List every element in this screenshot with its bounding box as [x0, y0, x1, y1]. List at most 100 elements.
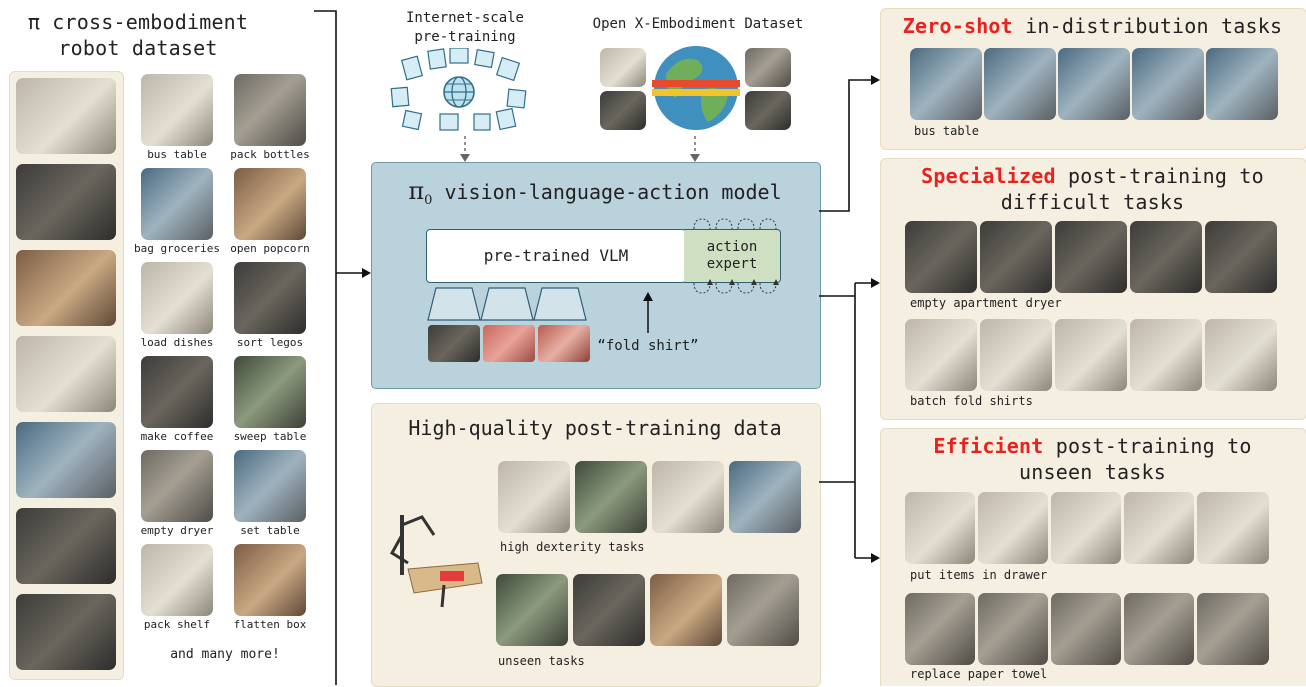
unseen-tasks-caption: unseen tasks	[498, 654, 585, 668]
post-training-branch	[854, 282, 872, 559]
zero-shot-image	[1058, 48, 1130, 120]
specialized-highlight: Specialized	[921, 164, 1056, 188]
efficient-image	[978, 593, 1048, 665]
task-label: load dishes	[140, 336, 214, 349]
task-label: sweep table	[233, 430, 307, 443]
image-encoders	[427, 287, 587, 321]
task-label: make coffee	[140, 430, 214, 443]
zero-shot-title-rest: in-distribution tasks	[1012, 14, 1283, 38]
left-title-line2: robot dataset	[58, 36, 218, 60]
task-label: pack shelf	[143, 618, 211, 631]
action-expert-label: action expert	[684, 239, 780, 273]
specialized-caption-2: batch fold shirts	[910, 394, 1033, 408]
oxe-image	[600, 48, 646, 87]
robot-image-ur5-bimanual	[16, 78, 116, 154]
observation-image	[538, 325, 590, 362]
flow-matching-loops	[693, 218, 779, 294]
model-title-rest: vision-language-action model	[432, 180, 782, 204]
pi-symbol: π	[408, 177, 425, 205]
robot-image-franka	[16, 422, 116, 498]
zero-shot-image	[1132, 48, 1204, 120]
model-to-zeroshot-arrow	[819, 79, 872, 212]
robot-image-arx	[16, 250, 116, 326]
language-prompt: “fold shirt”	[597, 338, 699, 354]
dataset-bracket	[314, 10, 337, 685]
oxe-image	[745, 48, 791, 87]
zero-shot-image	[910, 48, 982, 120]
post-image	[498, 461, 570, 533]
task-image	[141, 356, 213, 428]
zero-shot-title: Zero-shot in-distribution tasks	[880, 13, 1305, 39]
specialized-title-line2: difficult tasks	[1000, 190, 1185, 214]
post-training-robot-image	[378, 505, 490, 610]
robot-image-ur5-single	[16, 336, 116, 412]
dashed-arrow-oxe	[690, 136, 700, 162]
robot-image-trossen	[16, 164, 116, 240]
specialized-image	[1205, 221, 1277, 293]
task-image	[141, 450, 213, 522]
dashed-arrow-internet	[460, 136, 470, 162]
observation-image	[483, 325, 535, 362]
post-training-title: High-quality post-training data	[408, 416, 782, 440]
vlm-block: pre-trained VLM	[426, 229, 686, 283]
robot-image-mobile-fibocom	[16, 594, 116, 670]
task-label: empty dryer	[140, 524, 214, 537]
specialized-image	[1205, 319, 1277, 391]
specialized-caption-1: empty apartment dryer	[910, 296, 1062, 310]
internet-globe-icon	[390, 48, 527, 131]
specialized-image	[980, 221, 1052, 293]
efficient-image	[905, 593, 975, 665]
specialized-image	[1130, 319, 1202, 391]
internet-pretraining-label: Internet-scale pre-training	[385, 9, 545, 47]
internet-label-line1: Internet-scale	[405, 10, 524, 26]
specialized-title-rest: post-training to	[1055, 164, 1264, 188]
robot-image-mobile-trossen	[16, 508, 116, 584]
left-title-line1: π cross-embodiment	[27, 10, 249, 34]
efficient-image	[1197, 492, 1269, 564]
oxe-image	[745, 91, 791, 130]
robot-embodiments-panel	[9, 71, 124, 680]
post-image	[573, 574, 645, 646]
efficient-title-rest: post-training to	[1043, 434, 1252, 458]
task-image	[141, 168, 213, 240]
task-label: open popcorn	[230, 242, 310, 255]
zero-shot-caption: bus table	[914, 124, 980, 138]
post-image	[652, 461, 724, 533]
oxe-label: Open X-Embodiment Dataset	[592, 16, 804, 32]
expert-line1: action	[706, 239, 758, 255]
efficient-image	[1197, 593, 1269, 665]
expert-line2: expert	[706, 256, 758, 272]
specialized-image	[905, 221, 977, 293]
zero-shot-image	[1206, 48, 1278, 120]
task-image	[141, 262, 213, 334]
efficient-title-line2: unseen tasks	[1019, 460, 1166, 484]
task-image	[234, 262, 306, 334]
post-image	[496, 574, 568, 646]
specialized-image	[905, 319, 977, 391]
zero-shot-image	[984, 48, 1056, 120]
post-image	[727, 574, 799, 646]
robot-arm-icon	[389, 515, 483, 608]
task-image	[234, 74, 306, 146]
efficient-title: Efficient post-training to unseen tasks	[880, 433, 1305, 485]
efficient-caption-2: replace paper towel	[910, 667, 1048, 681]
post-image	[650, 574, 722, 646]
high-dexterity-caption: high dexterity tasks	[500, 540, 645, 554]
specialized-image	[1130, 221, 1202, 293]
and-many-more: and many more!	[170, 647, 280, 662]
specialized-image	[980, 319, 1052, 391]
specialized-title: Specialized post-training to difficult t…	[880, 163, 1305, 215]
action-expert-block: action expert	[684, 229, 781, 283]
specialized-image	[1055, 221, 1127, 293]
efficient-caption-1: put items in drawer	[910, 568, 1048, 582]
efficient-image	[1051, 492, 1121, 564]
model-title: π0 vision-language-action model	[385, 177, 805, 208]
efficient-image	[1051, 593, 1121, 665]
efficient-image	[1124, 492, 1194, 564]
task-label: bus table	[147, 148, 207, 161]
specialized-image	[1055, 319, 1127, 391]
task-image	[141, 544, 213, 616]
efficient-image	[905, 492, 975, 564]
internet-label-line2: pre-training	[414, 29, 516, 45]
task-label: set table	[240, 524, 300, 537]
